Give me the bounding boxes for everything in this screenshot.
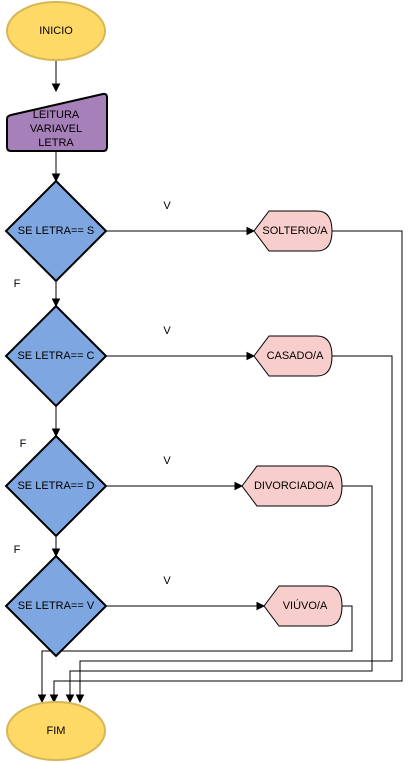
output-to-end-arrow xyxy=(37,694,47,704)
flowchart-edges xyxy=(37,60,403,704)
true-branch-arrow xyxy=(246,226,256,236)
read-input-label-line: VARIAVEL xyxy=(30,123,82,135)
start-terminal xyxy=(6,1,106,61)
output-display xyxy=(263,585,343,627)
end-label: FIM xyxy=(47,725,66,737)
read-to-decision-arrow xyxy=(51,173,61,183)
output-display xyxy=(241,465,343,507)
decision-label: SE LETRA== D xyxy=(17,480,94,492)
output-to-end-arrow xyxy=(65,694,75,704)
decision-diamond xyxy=(4,434,108,538)
true-branch-arrow xyxy=(246,351,256,361)
output-to-end-edge xyxy=(53,230,403,695)
output-to-end-arrow xyxy=(75,694,85,704)
false-branch-label: F xyxy=(20,438,27,450)
true-branch-label: V xyxy=(163,325,171,337)
output-label: SOLTERIO/A xyxy=(262,225,328,237)
output-to-end-edge xyxy=(79,355,393,695)
decision-diamond xyxy=(4,554,108,658)
decision-diamond xyxy=(4,179,108,283)
output-display xyxy=(253,210,333,252)
output-display xyxy=(253,335,333,377)
read-input-label-line: LEITURA xyxy=(33,109,80,121)
true-branch-label: V xyxy=(163,455,171,467)
output-label: VIÚVO/A xyxy=(283,599,328,612)
end-terminal xyxy=(6,701,106,761)
output-to-end-edge xyxy=(41,605,353,695)
output-to-end-arrow xyxy=(49,694,59,704)
output-to-end-edge xyxy=(69,485,373,695)
true-branch-label: V xyxy=(163,575,171,587)
output-label: CASADO/A xyxy=(267,350,325,362)
false-branch-arrow xyxy=(51,548,61,558)
decision-label: SE LETRA== V xyxy=(18,600,95,612)
true-branch-arrow xyxy=(256,601,266,611)
false-branch-arrow xyxy=(51,298,61,308)
edge-labels: V V V V F F F xyxy=(14,200,172,587)
decision-label: SE LETRA== S xyxy=(18,225,94,237)
start-label: INICIO xyxy=(39,25,73,37)
true-branch-arrow xyxy=(234,481,244,491)
output-label: DIVORCIADO/A xyxy=(254,480,335,492)
flowchart-shapes: INICIO LEITURA VARIAVEL LETRA FIM SE LETRA== … xyxy=(4,1,343,761)
read-input-label-line: LETRA xyxy=(38,137,74,149)
start-to-read-arrow xyxy=(51,83,61,93)
read-input-shape xyxy=(6,92,108,152)
false-branch-label: F xyxy=(14,544,21,556)
false-branch-label: F xyxy=(14,278,21,290)
true-branch-label: V xyxy=(163,200,171,212)
false-branch-arrow xyxy=(51,428,61,438)
decision-diamond xyxy=(4,304,108,408)
decision-label: SE LETRA== C xyxy=(17,350,94,362)
